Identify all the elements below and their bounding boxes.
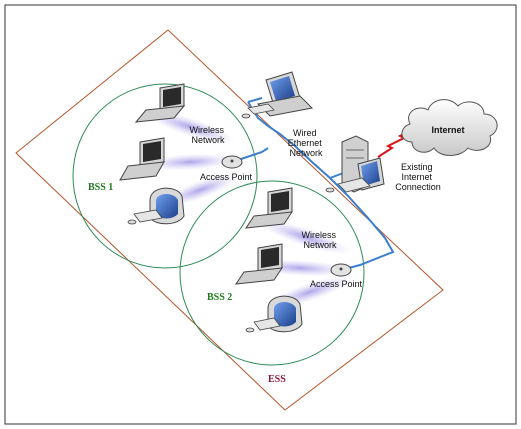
access-point-label-2: Access Point [310, 279, 363, 289]
internet-label: Internet [431, 125, 464, 135]
cloud-icon [401, 99, 498, 156]
bss1-label: BSS 1 [88, 182, 113, 193]
access-point-icon [330, 263, 352, 277]
wired-ethernet-cable [231, 97, 395, 271]
bss2-label: BSS 2 [207, 292, 232, 303]
laptop-icon [244, 187, 294, 229]
bss2-circle [179, 180, 365, 366]
access-point-label-1: Access Point [200, 172, 253, 182]
access-point-icon [221, 155, 243, 169]
ess-label: ESS [268, 374, 286, 385]
desktop-computer-icon [241, 71, 314, 119]
existing-connection-label: Existing Internet Connection [395, 162, 441, 192]
bss1-circle [72, 83, 258, 269]
server-tower-icon [325, 135, 385, 193]
laptop-icon [119, 137, 165, 181]
wireless-network-label-2: Wireless Network [301, 230, 338, 250]
laptop-icon [234, 243, 284, 285]
desktop-computer-icon [245, 295, 303, 333]
laptop-icon [134, 83, 186, 123]
wireless-network-label-1: Wireless Network [189, 125, 226, 145]
desktop-computer-icon [127, 187, 185, 225]
outer-frame [4, 4, 517, 425]
wired-ethernet-label: Wired Ethernet Network [288, 128, 325, 158]
